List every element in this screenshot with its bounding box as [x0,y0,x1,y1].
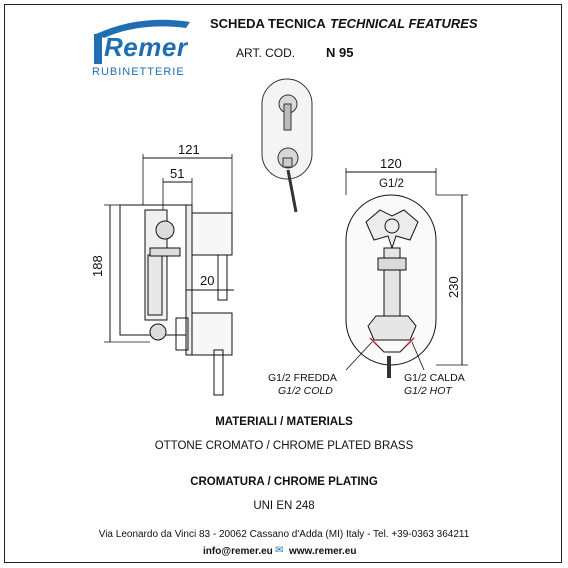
product-perspective [261,78,313,213]
footer-website[interactable]: www.remer.eu [289,546,357,557]
footer-address: Via Leonardo da Vinci 83 - 20062 Cassano… [98,529,470,540]
dimension-width-51: 51 [170,166,185,181]
cold-label-italian: G1/2 FREDDA [268,372,337,384]
dimension-width-20: 20 [200,273,215,288]
footer-separator-icon: ✉ [275,545,284,556]
materials-value: OTTONE CROMATO / CHROME PLATED BRASS [154,440,414,452]
dimension-width-121: 121 [178,142,200,157]
hot-label-italian: G1/2 CALDA [404,372,465,384]
materials-heading: MATERIALI / MATERIALS [215,416,353,428]
title-english: TECHNICAL FEATURES [330,16,478,31]
plating-heading: CROMATURA / CHROME PLATING [190,476,378,488]
plating-value: UNI EN 248 [253,500,315,512]
dimension-height-188: 188 [90,255,105,277]
article-code: N 95 [326,45,354,60]
brand-name: Remer [104,32,188,62]
document-frame [4,4,562,563]
footer-email[interactable]: info@remer.eu [203,546,273,557]
hot-label-english: G1/2 HOT [404,385,452,397]
thread-top-label: G1/2 [379,178,404,190]
front-view [345,168,468,378]
title-italian: SCHEDA TECNICA [210,16,326,31]
side-section-view [104,154,234,396]
dimension-width-120: 120 [380,156,402,171]
brand-subtitle: RUBINETTERIE [92,66,185,78]
cold-label-english: G1/2 COLD [278,385,333,397]
article-code-label: ART. COD. [236,46,296,60]
dimension-height-230: 230 [446,276,461,298]
